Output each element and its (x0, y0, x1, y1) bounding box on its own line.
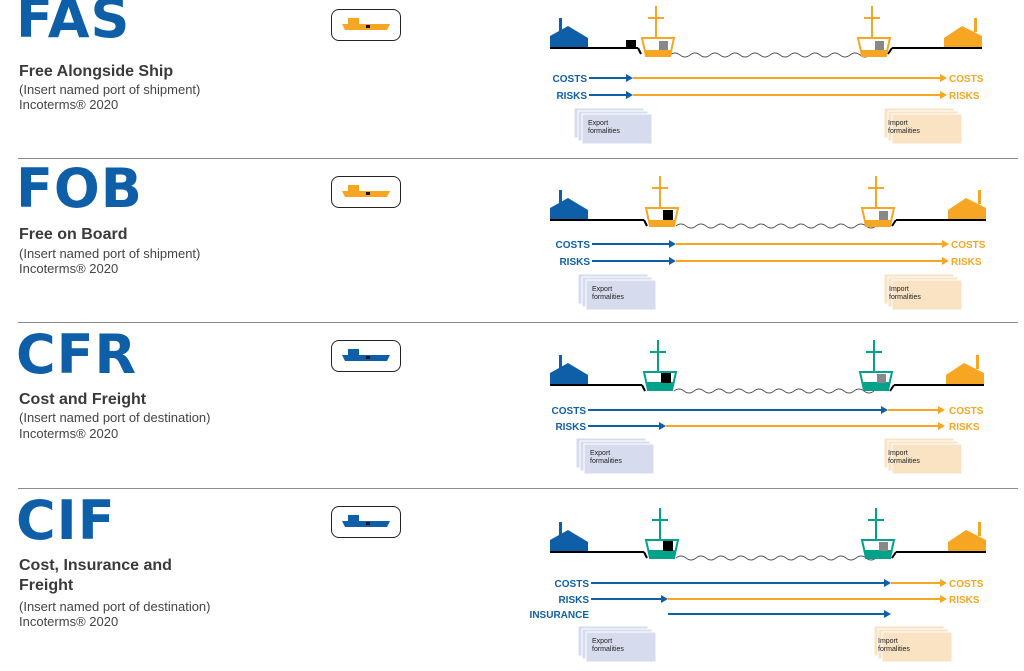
svg-text:formalities: formalities (888, 458, 920, 465)
svg-text:formalities: formalities (878, 646, 910, 653)
buyer-warehouse-icon (944, 26, 982, 48)
risks-label-left: RISKS (558, 595, 589, 606)
sea-wave (673, 388, 875, 394)
seller-warehouse-icon (550, 198, 588, 220)
export-formalities-doc: Export formalities (575, 437, 655, 474)
svg-text:formalities: formalities (588, 128, 620, 135)
ship-destination-icon (858, 340, 894, 391)
transport-mode-badge (331, 176, 401, 208)
term-cfr: CFR Cost and Freight (Insert named port … (0, 323, 1024, 489)
export-formalities-doc: Export formalities (573, 107, 653, 145)
term-name: Free on Board (19, 226, 128, 243)
sea-wave (675, 223, 877, 229)
risks-label-right: RISKS (949, 422, 980, 433)
import-formalities-doc: Import formalities (883, 273, 963, 311)
ship-destination-icon (860, 508, 896, 559)
fas-diagram: COSTS COSTS RISKS RISKS Export formaliti… (550, 6, 984, 145)
term-code: CFR (16, 323, 138, 386)
buyer-warehouse-icon (948, 198, 986, 220)
orange-ship-icon (342, 18, 390, 30)
import-formalities-doc: Import formalities (883, 437, 963, 474)
svg-text:Export: Export (592, 286, 612, 293)
risks-label-right: RISKS (949, 595, 980, 606)
blue-ship-icon (342, 515, 390, 527)
risks-label-right: RISKS (951, 257, 982, 268)
term-name-line2: Freight (19, 577, 74, 594)
costs-label-right: COSTS (949, 74, 984, 85)
insurance-label: INSURANCE (530, 610, 589, 621)
svg-text:Export: Export (592, 638, 612, 645)
section-divider (18, 488, 1018, 489)
seller-warehouse-icon (550, 530, 588, 552)
term-version: Incoterms® 2020 (19, 426, 119, 441)
svg-text:Export: Export (588, 120, 608, 127)
orange-ship-icon (342, 185, 390, 197)
risks-label-left: RISKS (559, 257, 590, 268)
svg-text:Import: Import (878, 638, 898, 645)
export-formalities-doc: Export formalities (577, 273, 657, 311)
ship-origin-icon (640, 6, 676, 57)
import-formalities-doc: Import formalities (873, 625, 953, 663)
seller-warehouse-icon (550, 363, 588, 385)
svg-text:formalities: formalities (592, 294, 624, 301)
buyer-warehouse-icon (948, 530, 986, 552)
svg-text:Import: Import (888, 120, 908, 127)
svg-text:formalities: formalities (888, 128, 920, 135)
svg-text:Import: Import (889, 286, 909, 293)
term-code: FAS (16, 0, 131, 50)
costs-label-right: COSTS (951, 240, 986, 251)
svg-text:formalities: formalities (592, 646, 624, 653)
ship-origin-icon (644, 176, 680, 227)
term-cif: CIF Cost, Insurance and Freight (Insert … (0, 490, 1024, 671)
transport-mode-badge (331, 506, 401, 538)
transport-mode-badge (331, 9, 401, 41)
term-version: Incoterms® 2020 (19, 261, 119, 276)
term-fas: FAS Free Alongside Ship (Insert named po… (0, 0, 1024, 160)
section-divider (18, 322, 1018, 323)
term-place: (Insert named port of destination) (19, 599, 211, 614)
costs-label-right: COSTS (949, 406, 984, 417)
costs-label-left: COSTS (555, 579, 590, 590)
import-formalities-doc: Import formalities (883, 107, 963, 145)
costs-label-left: COSTS (556, 240, 591, 251)
risks-label-left: RISKS (555, 422, 586, 433)
term-version: Incoterms® 2020 (19, 614, 119, 629)
svg-text:formalities: formalities (590, 458, 622, 465)
term-name-line1: Cost, Insurance and (19, 557, 172, 574)
risks-label-left: RISKS (556, 91, 587, 102)
sea-wave (669, 52, 881, 58)
export-formalities-doc: Export formalities (577, 625, 657, 663)
term-place: (Insert named port of shipment) (19, 246, 201, 261)
term-fob: FOB Free on Board (Insert named port of … (0, 157, 1024, 323)
seller-warehouse-icon (550, 26, 588, 48)
costs-label-right: COSTS (949, 579, 984, 590)
svg-text:Export: Export (590, 450, 610, 457)
ship-destination-icon (860, 176, 896, 227)
risks-label-right: RISKS (949, 91, 980, 102)
term-code: CIF (16, 489, 116, 552)
svg-text:formalities: formalities (889, 294, 921, 301)
ship-origin-icon (644, 508, 680, 559)
costs-label-left: COSTS (552, 406, 587, 417)
transport-mode-badge (331, 340, 401, 372)
costs-label-left: COSTS (553, 74, 588, 85)
section-divider (18, 158, 1018, 159)
cfr-diagram: COSTS COSTS RISKS RISKS Export formaliti… (550, 340, 984, 474)
term-place: (Insert named port of destination) (19, 410, 211, 425)
term-place: (Insert named port of shipment) (19, 82, 201, 97)
blue-ship-icon (342, 349, 390, 361)
term-code: FOB (16, 157, 143, 220)
term-version: Incoterms® 2020 (19, 97, 119, 112)
cargo-box-icon (626, 40, 636, 48)
term-name: Free Alongside Ship (19, 63, 174, 80)
ship-origin-icon (642, 340, 678, 391)
ship-destination-icon (856, 6, 892, 57)
cif-diagram: COSTS COSTS RISKS RISKS INSURANCE Export… (530, 508, 986, 663)
fob-diagram: COSTS COSTS RISKS RISKS Export formaliti… (550, 176, 986, 311)
sea-wave (675, 555, 877, 561)
term-name: Cost and Freight (19, 391, 147, 408)
svg-text:Import: Import (888, 450, 908, 457)
buyer-warehouse-icon (946, 363, 984, 385)
